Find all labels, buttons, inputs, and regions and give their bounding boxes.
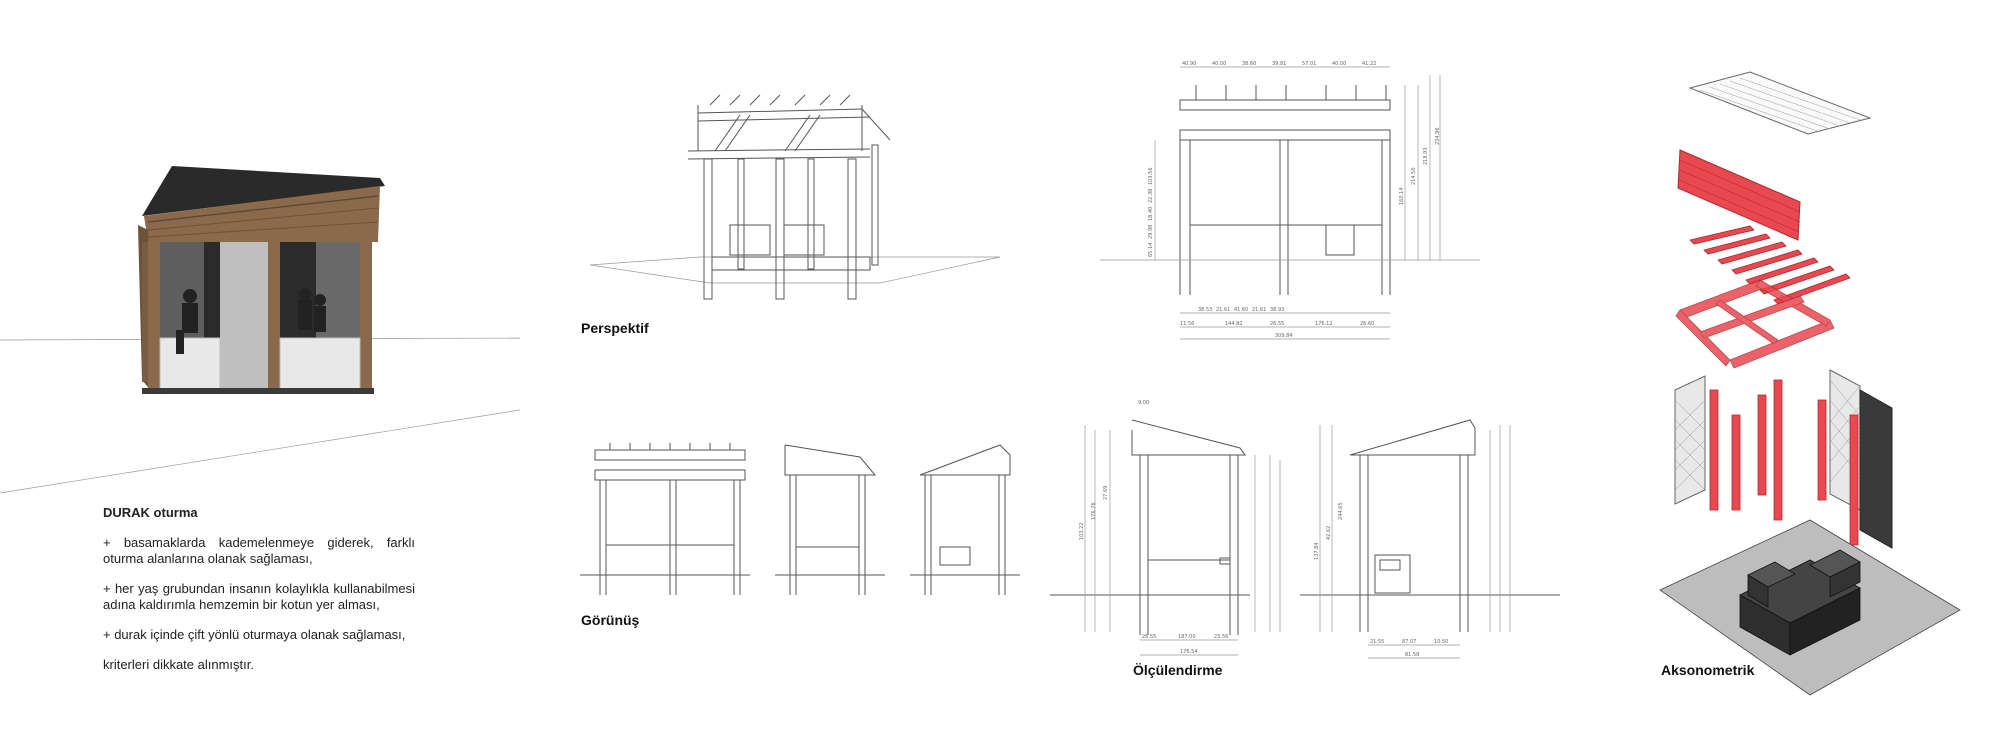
dimension-label: 57.01 — [1302, 61, 1316, 67]
label-gorunus: Görünüş — [581, 612, 640, 628]
elevation-drawings — [580, 443, 1020, 595]
dimension-label: 38.60 — [1242, 61, 1256, 67]
section-right — [1300, 419, 1560, 632]
dimension-label: 137.84 — [1314, 543, 1320, 561]
red-beam-frame — [1675, 279, 1835, 369]
dimension-label: 214.50 — [1411, 168, 1417, 186]
description-item: + her yaş grubundan insanın kolaylıkla k… — [103, 581, 415, 612]
dimension-label: 41.60 — [1234, 307, 1248, 313]
dimension-label: 103.22 — [1079, 523, 1085, 541]
roof — [142, 166, 385, 216]
label-perspektif: Perspektif — [581, 320, 649, 336]
dimension-label: 65.14 — [1148, 243, 1154, 257]
label-aksonometrik: Aksonometrik — [1661, 662, 1755, 678]
red-posts — [1709, 379, 1859, 546]
post-right — [360, 242, 372, 392]
dimension-label: 40.00 — [1332, 61, 1346, 67]
dimension-label: 40.90 — [1182, 61, 1196, 67]
red-roof-slats — [1689, 225, 1851, 305]
dimension-label: 176.76 — [1091, 503, 1097, 521]
description-item: kriterleri dikkate alınmıştır. — [103, 657, 254, 672]
dimensioned-sections: 9.00 103.22 176.76 27.69 26.55 187.00 23.56 17… — [1050, 400, 1560, 659]
seat-block-right — [279, 337, 361, 391]
post-middle — [268, 242, 280, 392]
dimension-label: 42.62 — [1326, 526, 1332, 540]
description-block: DURAK oturma + basamaklarda kademelenmey… — [103, 505, 415, 687]
dimension-label: 26.55 — [1142, 634, 1156, 640]
shelter-render — [138, 166, 385, 394]
section-left — [1050, 419, 1250, 635]
dimension-label: 40.00 — [1212, 61, 1226, 67]
red-fascia-panel — [1677, 149, 1801, 241]
label-olculendirme: Ölçülendirme — [1133, 662, 1223, 678]
description-item: + basamaklarda kademelenmeye giderek, fa… — [103, 535, 415, 566]
description-title: DURAK oturma — [103, 505, 198, 520]
dimension-label: 38.53 — [1198, 307, 1212, 313]
dimension-label: 81.58 — [1405, 652, 1419, 658]
exploded-axonometric — [1659, 71, 1961, 696]
dimension-label: 21.61 — [1216, 307, 1230, 313]
dim-total: 309.84 — [1275, 333, 1293, 339]
gabion-mesh-panel-right — [1829, 369, 1893, 549]
people-silhouettes — [176, 288, 326, 354]
gabion-mesh-panel-left — [1674, 375, 1706, 505]
roof-sheet — [1688, 71, 1872, 135]
dimension-label: 41.22 — [1362, 61, 1376, 67]
seat-block-left — [159, 337, 221, 391]
roof-note: 9.00 — [1138, 400, 1149, 406]
dimension-label: 10.50 — [1434, 639, 1448, 645]
dimension-label: 27.69 — [1103, 486, 1109, 500]
front-elevation — [580, 449, 750, 595]
seat-blocks — [1739, 549, 1861, 656]
dimension-label: 22.38 — [1148, 189, 1154, 203]
dimension-label: 11.56 — [1180, 321, 1194, 327]
dimension-label: 218.93 — [1423, 148, 1429, 166]
dimension-label: 103.56 — [1148, 168, 1154, 186]
dimension-label: 23.56 — [1214, 634, 1228, 640]
dimension-label: 39.81 — [1272, 61, 1286, 67]
dimension-label: 160.14 — [1399, 188, 1405, 206]
dimension-label: 21.61 — [1252, 307, 1266, 313]
dimension-label: 144.82 — [1225, 321, 1243, 327]
dimension-label: 234.96 — [1435, 128, 1441, 146]
dimension-label: 176.12 — [1315, 321, 1333, 327]
side-elevation-right — [910, 444, 1020, 595]
side-elevation-left — [775, 444, 885, 595]
dimension-label: 26.60 — [1360, 321, 1374, 327]
dimension-label: 26.55 — [1270, 321, 1284, 327]
dimension-label: 38.93 — [1270, 307, 1284, 313]
dimension-label: 18.40 — [1148, 207, 1154, 221]
dimensioned-elevation: 40.90 40.00 38.60 39.81 57.01 40.00 41.22 38.5… — [1100, 61, 1480, 340]
dimension-label: 87.07 — [1402, 639, 1416, 645]
dimension-label: 29.98 — [1148, 225, 1154, 239]
front-wood-panel — [144, 186, 380, 242]
perspective-drawing — [589, 94, 1001, 300]
description-item: + durak içinde çift yönlü oturmaya olana… — [103, 627, 406, 642]
dimension-label: 176.54 — [1180, 649, 1198, 655]
dimension-label: 244.65 — [1338, 503, 1344, 521]
dimension-label: 187.00 — [1178, 634, 1196, 640]
dimension-label: 21.55 — [1370, 639, 1384, 645]
post-left — [148, 242, 160, 392]
